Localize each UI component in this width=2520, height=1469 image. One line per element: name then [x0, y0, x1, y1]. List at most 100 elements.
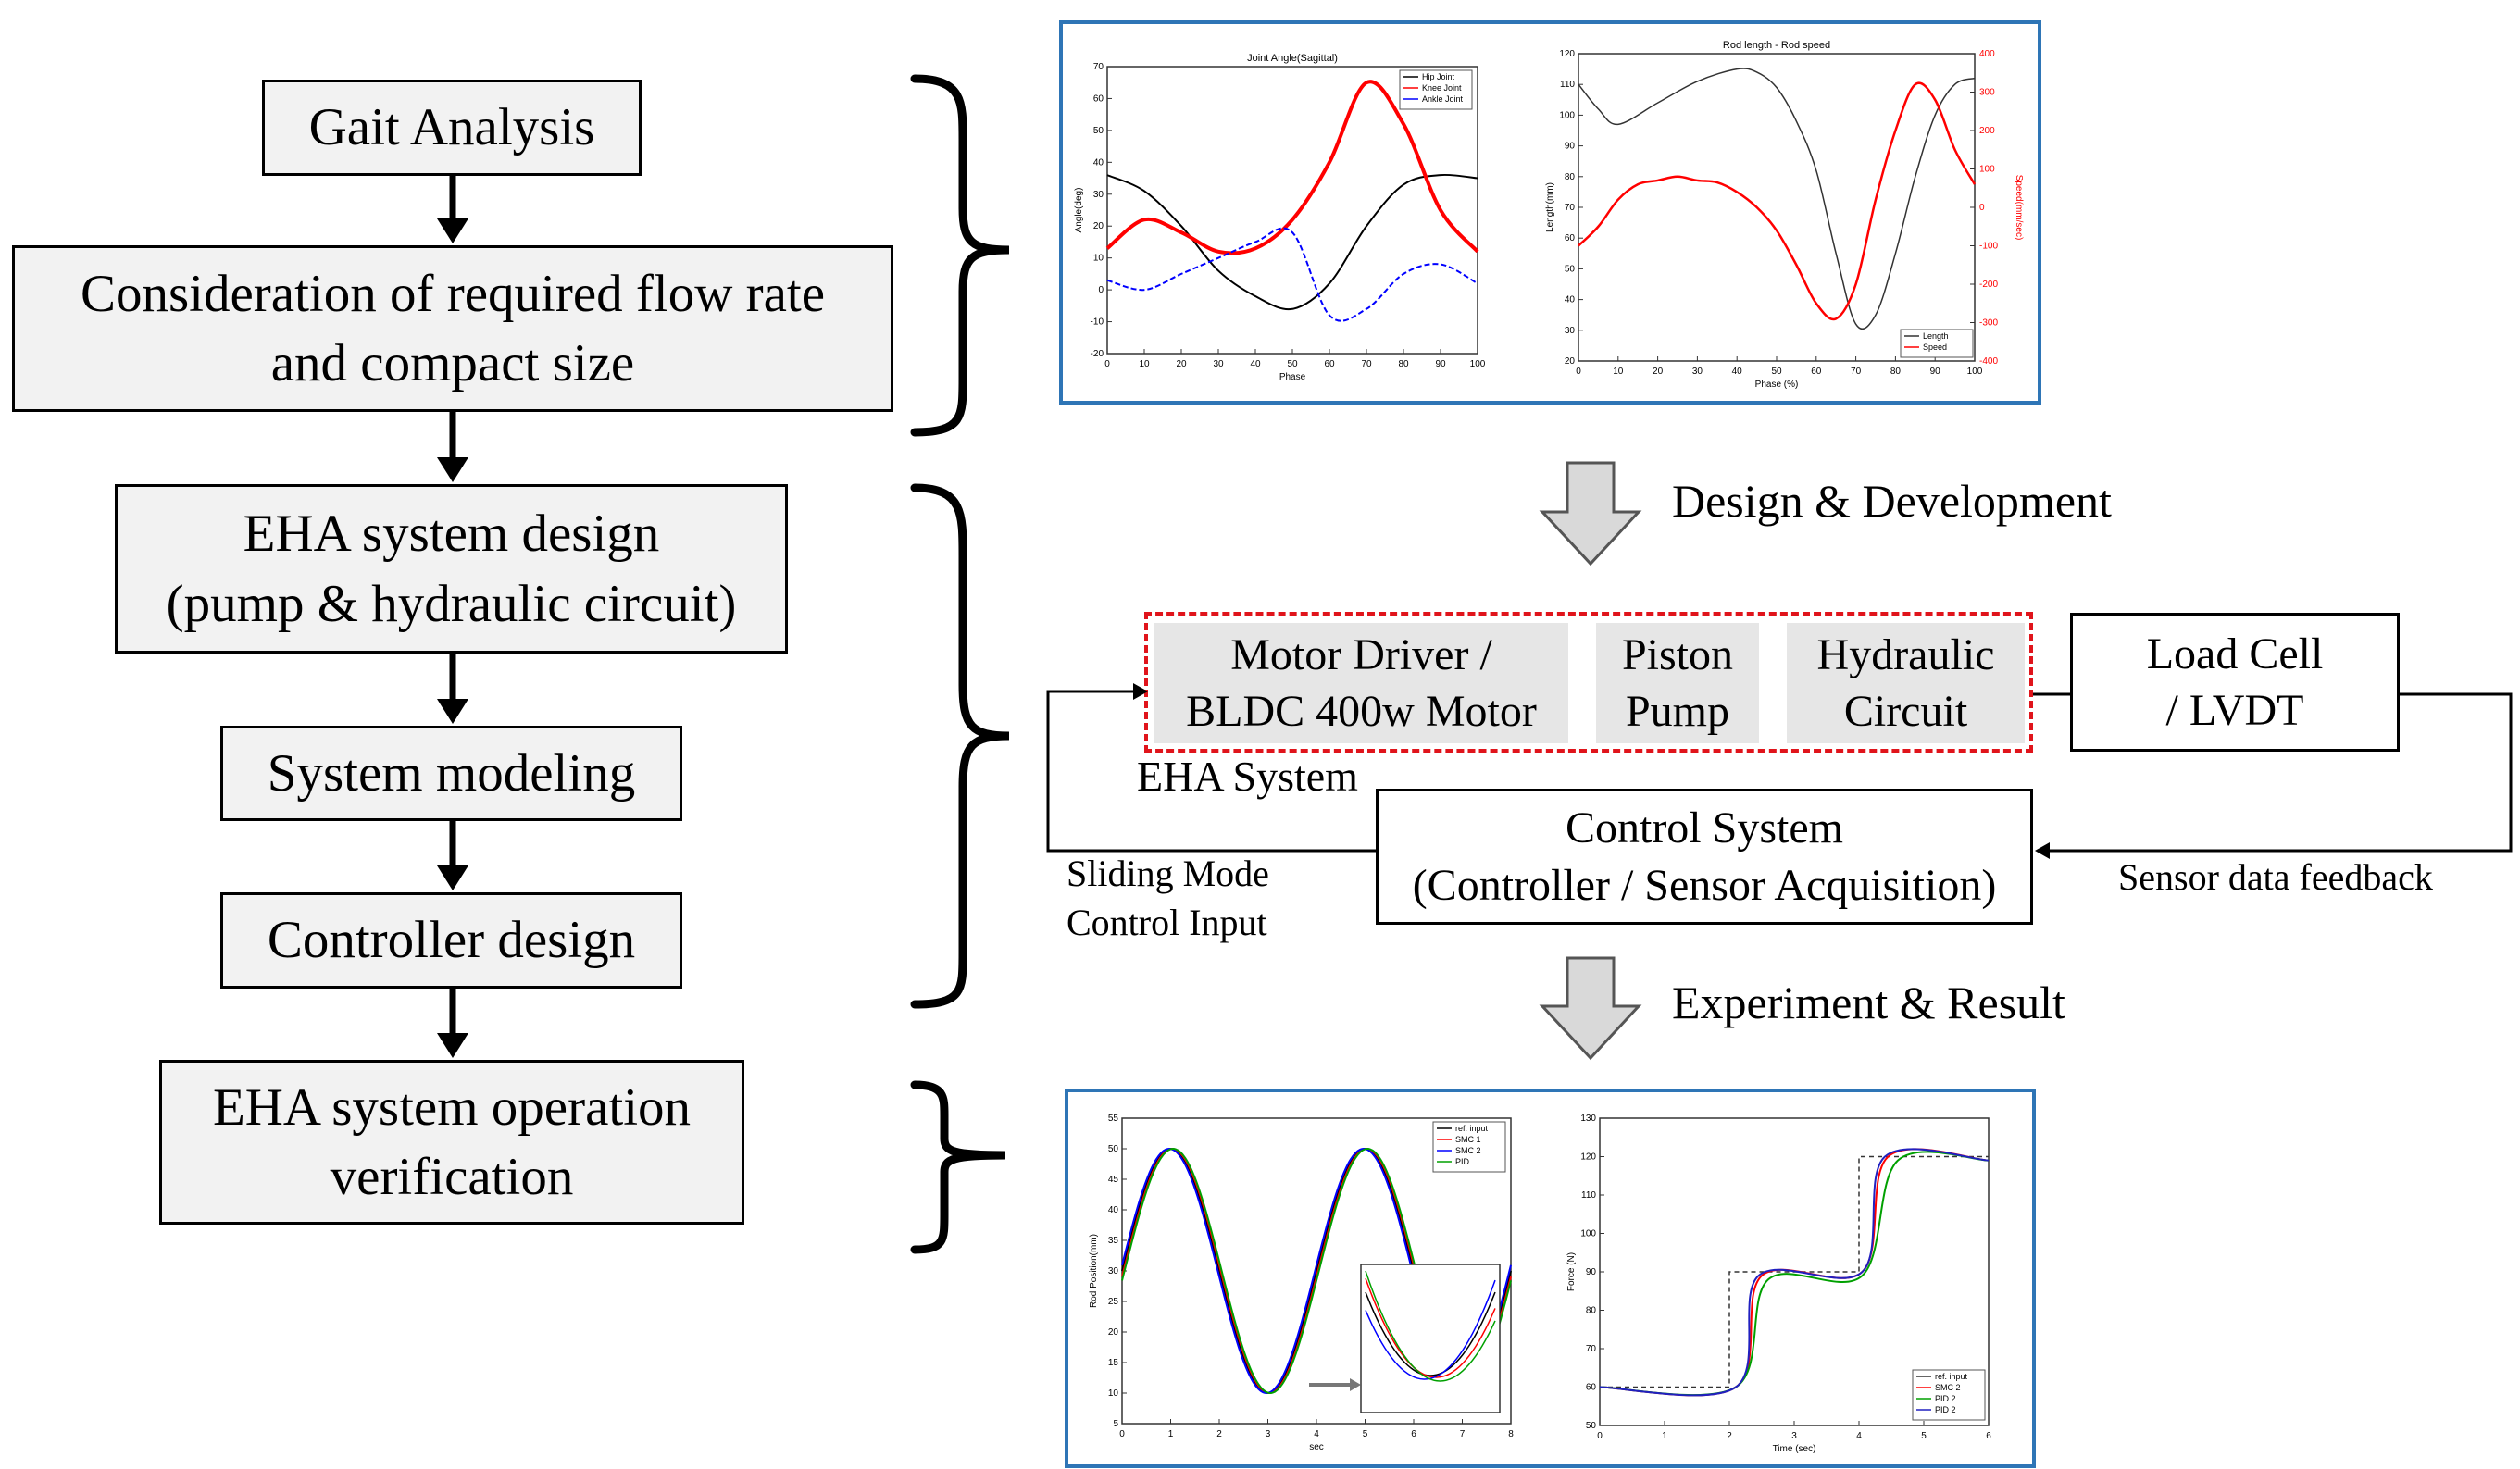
x-tick-label: 100: [1967, 367, 1983, 377]
inset-line-1: [1365, 1277, 1496, 1378]
x-tick-label: 6: [1986, 1431, 1991, 1441]
y-tick-label: -20: [1091, 349, 1104, 359]
y-right-tick-label: -300: [1979, 318, 1998, 329]
experiment-result-label: Experiment & Result: [1672, 977, 2065, 1028]
x-tick-label: 90: [1435, 359, 1446, 369]
series-line-0: [1106, 173, 1478, 311]
step-gait-analysis-label: Gait Analysis: [308, 98, 595, 157]
circuit-line2: Circuit: [1843, 687, 1968, 736]
legend-entry: ref. input: [1935, 1372, 1968, 1381]
y-tick-label: 55: [1108, 1114, 1119, 1124]
x-tick-label: 90: [1930, 367, 1941, 377]
step-eha-design-line1: EHA system design: [243, 504, 660, 564]
y-tick-label: 45: [1108, 1175, 1119, 1185]
motor-line2: BLDC 400w Motor: [1186, 687, 1537, 736]
chart-title: Rod length - Rod speed: [1723, 40, 1830, 51]
y-tick-label: 20: [1108, 1327, 1119, 1338]
x-tick-label: 0: [1597, 1431, 1603, 1441]
inset-line-3: [1365, 1270, 1496, 1382]
x-tick-label: 10: [1139, 359, 1150, 369]
legend-entry: PID 2: [1935, 1405, 1956, 1414]
x-tick-label: 100: [1470, 359, 1486, 369]
x-tick-label: 10: [1613, 367, 1624, 377]
legend-entry: Hip Joint: [1422, 72, 1455, 81]
flow-arrow-3-head: [437, 699, 468, 724]
y-tick-label: 10: [1108, 1388, 1119, 1399]
legend-entry: Speed: [1923, 342, 1947, 352]
legend-entry: Length: [1923, 331, 1949, 341]
y-tick-label: 80: [1565, 172, 1576, 182]
control-system-block: Control System(Controller / Sensor Acqui…: [1376, 789, 2033, 925]
step-eha-design: EHA system design(pump & hydraulic circu…: [115, 484, 788, 654]
x-tick-label: 2: [1216, 1429, 1222, 1439]
x-tick-label: 4: [1856, 1431, 1862, 1441]
y-tick-label: 25: [1108, 1297, 1119, 1307]
legend-entry: Ankle Joint: [1422, 94, 1464, 104]
x-tick-label: 1: [1168, 1429, 1174, 1439]
brace-lower: [910, 1080, 1006, 1254]
pump-line2: Pump: [1625, 687, 1729, 736]
y-axis-label: Force (N): [1566, 1252, 1577, 1291]
x-tick-label: 70: [1851, 367, 1862, 377]
x-tick-label: 60: [1811, 367, 1822, 377]
series-line-1: [1578, 81, 1977, 321]
series-line-3: [1599, 1148, 1990, 1397]
eha-system-boundary: [1144, 612, 2033, 753]
x-tick-label: 0: [1119, 1429, 1125, 1439]
x-axis-label: Phase: [1279, 372, 1306, 382]
y-tick-label: 35: [1108, 1236, 1119, 1246]
y-tick-label: 50: [1093, 126, 1104, 136]
legend-entry: ref. input: [1455, 1124, 1489, 1133]
y-right-tick-label: 0: [1979, 203, 1985, 213]
y-right-tick-label: 200: [1979, 126, 1995, 136]
y-tick-label: 100: [1580, 1229, 1596, 1239]
y-tick-label: 60: [1586, 1383, 1597, 1393]
x-tick-label: 3: [1791, 1431, 1797, 1441]
legend-entry: SMC 2: [1935, 1383, 1961, 1392]
step-verification-line2: verification: [330, 1148, 574, 1206]
braces: [910, 74, 1010, 1254]
y-tick-label: 120: [1580, 1152, 1596, 1163]
pump-line1: Piston: [1621, 629, 1734, 679]
y-tick-label: 30: [1093, 190, 1104, 200]
x-tick-label: 30: [1692, 367, 1703, 377]
circuit-line1: Hydraulic: [1816, 629, 1995, 679]
flow-arrows: [437, 176, 468, 1058]
x-tick-label: 50: [1287, 359, 1298, 369]
y-right-tick-label: 300: [1979, 88, 1995, 98]
x-tick-label: 5: [1921, 1431, 1927, 1441]
y-tick-label: 110: [1560, 80, 1575, 90]
y-tick-label: 80: [1586, 1306, 1597, 1316]
y-tick-label: 70: [1093, 62, 1104, 72]
x-tick-label: 50: [1771, 367, 1782, 377]
y-tick-label: 100: [1559, 110, 1575, 120]
series-line-1: [1105, 80, 1479, 255]
loop-connectors: [1046, 690, 2513, 853]
y-tick-label: 120: [1559, 49, 1575, 59]
flow-arrow-1-head: [437, 218, 468, 243]
inset-line-0: [1365, 1291, 1496, 1376]
motor-driver-block: Motor Driver /BLDC 400w Motor: [1154, 623, 1568, 743]
x-tick-label: 20: [1653, 367, 1664, 377]
y-tick-label: 90: [1586, 1267, 1597, 1277]
y-tick-label: 30: [1108, 1266, 1119, 1276]
smc-input-arrowhead: [1133, 683, 1148, 700]
plot-area: [1106, 66, 1478, 355]
y-tick-label: 40: [1093, 157, 1104, 168]
step-gait-analysis: Gait Analysis: [262, 80, 642, 176]
design-down-arrow: [1539, 461, 1642, 566]
x-tick-label: 4: [1314, 1429, 1319, 1439]
load-cell-line2: / LVDT: [2165, 686, 2304, 735]
y-tick-label: 5: [1113, 1419, 1118, 1429]
feedback-line: [2042, 692, 2513, 853]
y-tick-label: 0: [1098, 285, 1104, 295]
legend-box: [1900, 329, 1974, 358]
y-tick-label: 130: [1580, 1114, 1596, 1124]
legend-box: [1912, 1369, 1986, 1421]
